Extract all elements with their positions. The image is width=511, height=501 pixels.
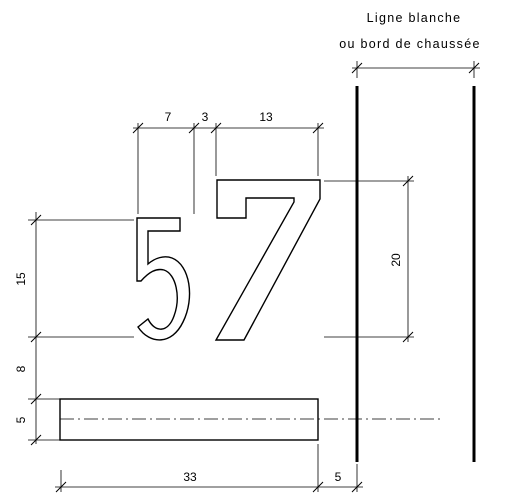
top-width-dimensions bbox=[132, 122, 324, 214]
seven-height-dimension bbox=[324, 175, 414, 343]
dash-bar bbox=[59, 398, 319, 441]
header-line-2: ou bord de chaussée bbox=[339, 37, 480, 51]
dimension-gap-to-bar: 8 bbox=[14, 365, 28, 372]
dimension-bar-to-line: 5 bbox=[335, 470, 342, 484]
dimension-seven-height: 20 bbox=[389, 253, 403, 267]
dimension-bar-height: 5 bbox=[14, 416, 28, 423]
dimension-digit-gap: 3 bbox=[202, 110, 209, 124]
dimension-digit-height: 15 bbox=[14, 272, 28, 286]
dimension-seven-width: 13 bbox=[259, 110, 273, 124]
dimension-bar-length: 33 bbox=[183, 470, 197, 484]
left-height-dimensions bbox=[28, 212, 134, 446]
bottom-width-dimensions bbox=[55, 444, 363, 493]
digit-five-glyph bbox=[136, 217, 191, 341]
dimension-digit-width: 7 bbox=[165, 110, 172, 124]
road-line-spacing-dimension bbox=[351, 61, 480, 78]
header-line-1: Ligne blanche bbox=[367, 11, 462, 25]
digit-seven-glyph bbox=[214, 179, 321, 341]
